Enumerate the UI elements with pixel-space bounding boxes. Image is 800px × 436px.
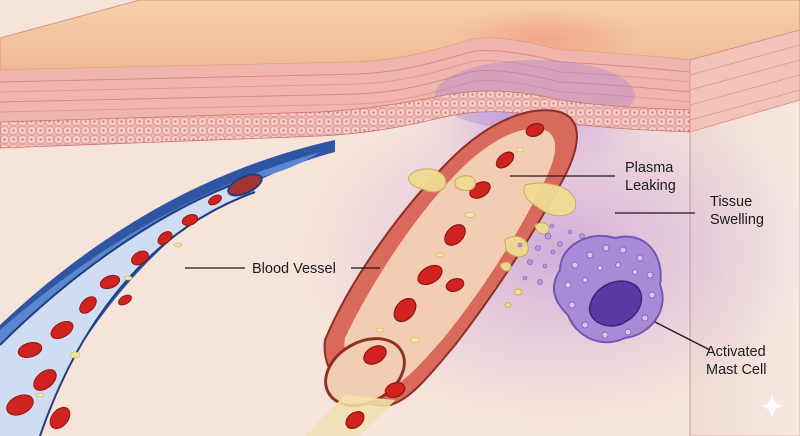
side-layers: [689, 29, 800, 133]
epidermis-striations: [0, 50, 691, 113]
plasma-droplets: [408, 168, 577, 308]
label-plasma-leaking-line1: Plasma: [625, 160, 674, 176]
mast-cell-granules: [564, 244, 656, 339]
label-tissue-swelling: Tissue Swelling: [710, 194, 764, 228]
mast-cell-nucleus: [588, 280, 643, 327]
label-tissue-swelling-line1: Tissue: [710, 194, 752, 210]
blue-vessel-platelets: [35, 242, 183, 398]
blue-vessel-red-blood-cells: [6, 194, 222, 430]
label-tissue-swelling-line2: Swelling: [710, 212, 764, 228]
leader-lines: [185, 175, 711, 351]
leader-mast-cell: [654, 321, 711, 351]
label-blood-vessel: Blood Vessel: [252, 261, 336, 277]
sparkle-icon: [760, 394, 784, 418]
released-granules: [517, 223, 585, 285]
label-plasma-leaking-line2: Leaking: [625, 178, 676, 194]
label-activated-mast-cell: Activated Mast Cell: [706, 344, 770, 378]
blue-blood-vessel: [0, 140, 335, 436]
activated-mast-cell: [552, 234, 664, 344]
leaky-vessel-red-blood-cells: [345, 122, 545, 429]
leaky-vessel-platelets: [375, 147, 525, 343]
side-striations: [689, 44, 800, 121]
label-activated-mast-cell-line2: Mast Cell: [706, 362, 766, 378]
label-plasma-leaking: Plasma Leaking: [625, 160, 677, 194]
blue-vessel-lumen: [0, 180, 255, 436]
label-activated-mast-cell-line1: Activated: [706, 344, 766, 360]
